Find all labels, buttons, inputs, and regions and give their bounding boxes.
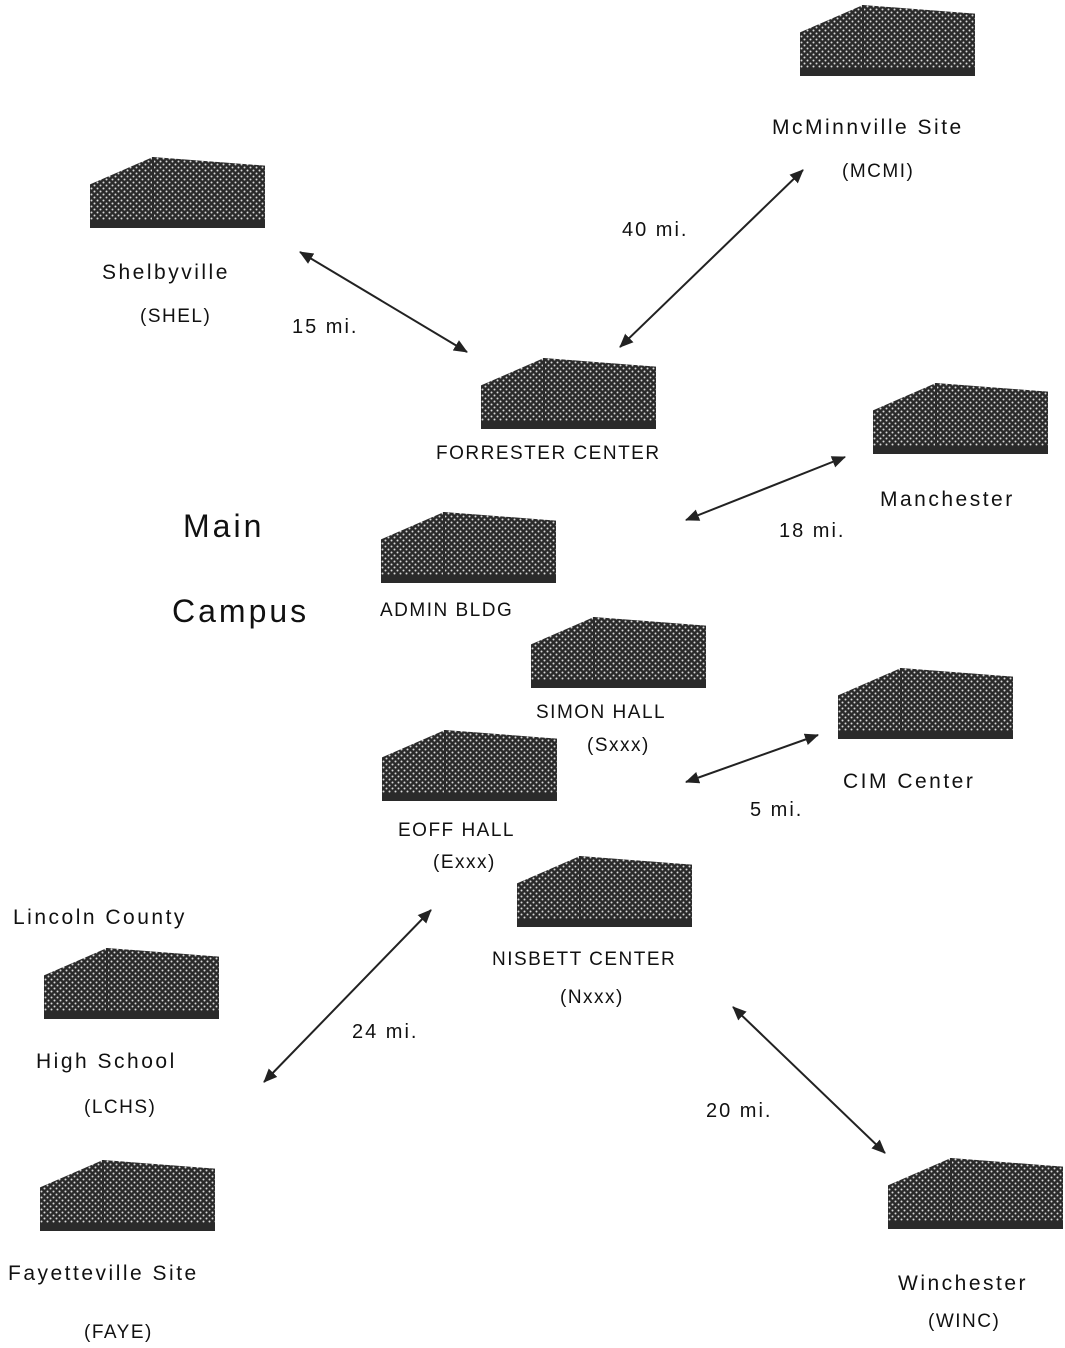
building-roof [873,383,1048,447]
arrow-shelbyville [299,251,468,353]
forrester-label: FORRESTER CENTER [436,443,661,464]
building-base [888,1221,1063,1229]
nisbett-code: (Nxxx) [560,987,624,1008]
distance-shelbyville: 15 mi. [292,316,359,338]
building-roof [90,157,265,221]
nisbett-label: NISBETT CENTER [492,949,677,970]
building-icon [888,1158,1063,1229]
eoff-code: (Exxx) [433,852,496,873]
simon-label: SIMON HALL [536,702,667,723]
building-icon [44,948,219,1019]
building-roof [800,5,975,69]
building-roof [381,512,556,576]
building-fayetteville [40,1160,215,1232]
building-base [838,731,1013,739]
lincoln-code: (LCHS) [84,1097,157,1118]
building-base [382,793,557,801]
building-icon [481,358,656,429]
building-base [40,1223,215,1231]
eoff-label: EOFF HALL [398,820,515,841]
building-base [90,220,265,228]
shelbyville-label: Shelbyville [102,261,230,284]
building-nisbett [517,856,692,928]
building-icon [90,157,265,228]
building-mcminnville [800,5,975,77]
building-icon [531,617,706,688]
arrow-manchester [685,456,846,521]
distance-manchester: 18 mi. [779,520,846,542]
building-icon [40,1160,215,1231]
shelbyville-code: (SHEL) [140,306,212,327]
building-base [531,680,706,688]
cim-label: CIM Center [843,770,976,793]
main-campus-line2: Campus [172,593,310,629]
building-lincoln [44,948,219,1020]
building-roof [517,856,692,920]
building-icon [382,730,557,801]
distance-cim: 5 mi. [750,799,804,821]
fayetteville-code: (FAYE) [84,1322,153,1343]
distance-lincoln: 24 mi. [352,1021,419,1043]
building-roof [382,730,557,794]
building-roof [888,1158,1063,1222]
building-simon [531,617,706,689]
building-base [481,421,656,429]
arrow-winchester [732,1006,886,1154]
distance-mcminnville: 40 mi. [622,219,689,241]
building-eoff [382,730,557,802]
building-winchester [888,1158,1063,1230]
winchester-label: Winchester [898,1272,1029,1295]
building-forrester [481,358,656,430]
main-campus-line1: Main [183,508,265,544]
building-base [44,1011,219,1019]
arrow-lincoln [263,909,432,1083]
fayetteville-label: Fayetteville Site [8,1262,199,1285]
building-cim [838,668,1013,740]
building-icon [838,668,1013,739]
manchester-label: Manchester [880,488,1015,511]
building-base [800,68,975,76]
lincoln-label-bottom: High School [36,1050,177,1073]
mcminnville-label: McMinnville Site [772,116,964,139]
building-roof [481,358,656,422]
mcminnville-code: (MCMI) [842,161,915,182]
building-roof [531,617,706,681]
building-icon [873,383,1048,454]
admin-label: ADMIN BLDG [380,600,514,621]
building-base [873,446,1048,454]
building-base [517,919,692,927]
building-icon [381,512,556,583]
building-icon [800,5,975,76]
winchester-code: (WINC) [928,1311,1001,1332]
building-roof [838,668,1013,732]
building-shelbyville [90,157,265,229]
building-manchester [873,383,1048,455]
building-icon [517,856,692,927]
building-roof [40,1160,215,1224]
building-roof [44,948,219,1012]
lincoln-label-top: Lincoln County [13,906,187,929]
building-admin [381,512,556,584]
building-base [381,575,556,583]
distance-winchester: 20 mi. [706,1100,773,1122]
arrow-cim [685,733,819,784]
simon-code: (Sxxx) [587,735,650,756]
arrow-mcminnville [619,169,804,348]
